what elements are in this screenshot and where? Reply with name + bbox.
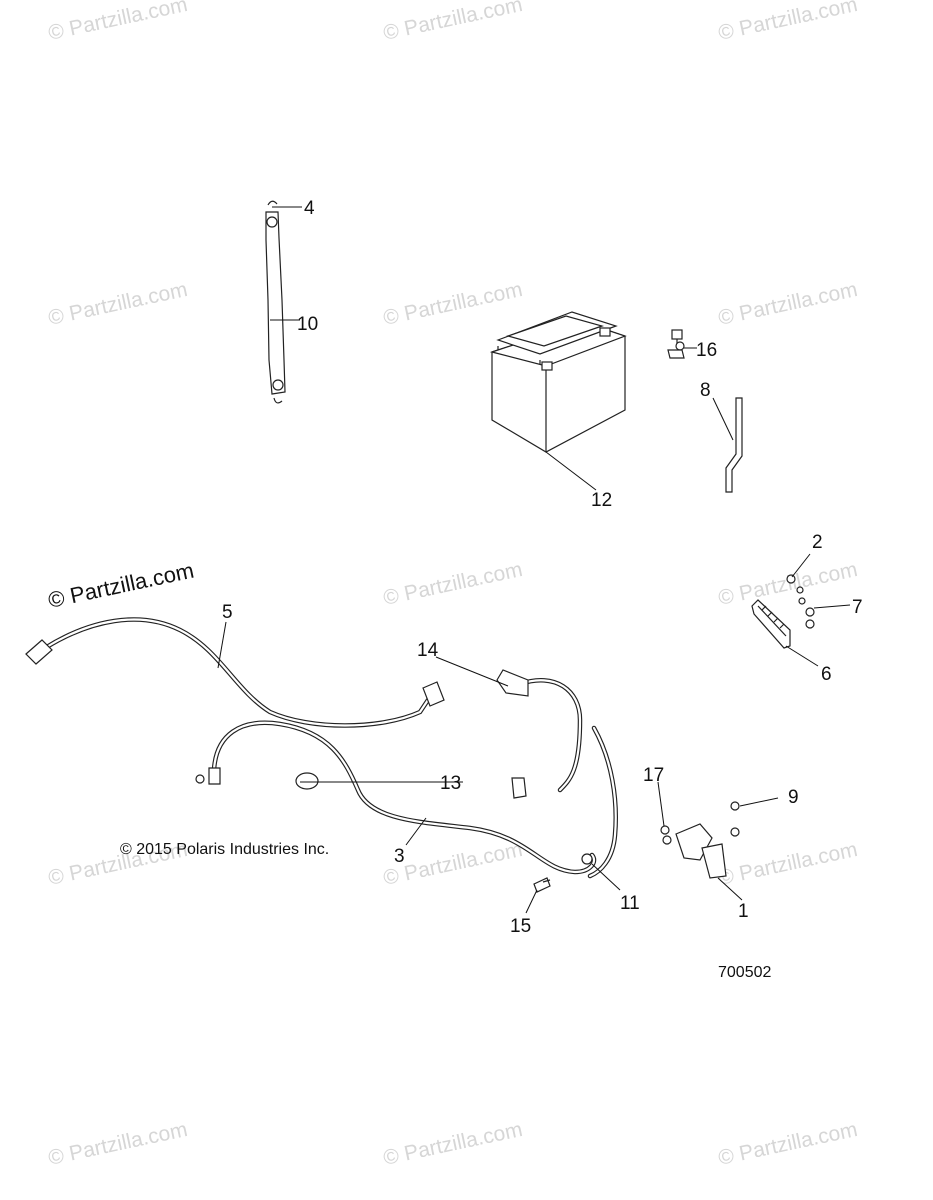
leader-lines [217, 206, 851, 914]
cable-3 [195, 720, 597, 875]
callout-13: 13 [440, 773, 461, 794]
callout-5: 5 [222, 602, 233, 623]
watermark: © Partzilla.com [716, 838, 859, 890]
watermark: © Partzilla.com [716, 0, 859, 45]
callout-3: 3 [394, 846, 405, 867]
watermark: © Partzilla.com [381, 558, 524, 610]
callout-15: 15 [510, 916, 531, 937]
callout-4: 4 [304, 198, 315, 219]
callout-17: 17 [643, 765, 664, 786]
push-rivet [533, 877, 551, 893]
battery [489, 311, 627, 453]
watermark-prominent: © Partzilla.com [46, 558, 196, 613]
callout-16: 16 [696, 340, 717, 361]
watermark: © Partzilla.com [716, 558, 859, 610]
callout-12: 12 [591, 490, 612, 511]
terminal-block-assembly [751, 574, 815, 649]
callout-9: 9 [788, 787, 799, 808]
watermark: © Partzilla.com [381, 1118, 524, 1170]
terminal-bolt-nut [667, 329, 685, 359]
relay-switch [660, 801, 740, 879]
watermark: © Partzilla.com [46, 278, 189, 330]
diagram-number: 700502 [718, 964, 771, 981]
callout-11: 11 [620, 893, 640, 914]
callout-7: 7 [852, 597, 863, 618]
callout-6: 6 [821, 664, 832, 685]
copyright-notice: © 2015 Polaris Industries Inc. [120, 841, 329, 858]
watermark: © Partzilla.com [46, 1118, 189, 1170]
watermark: © Partzilla.com [381, 278, 524, 330]
callout-14: 14 [417, 640, 439, 661]
callout-10: 10 [297, 314, 318, 335]
watermark: © Partzilla.com [381, 0, 524, 45]
cable-11 [587, 725, 618, 879]
clamp [295, 772, 319, 790]
cable-5 [25, 617, 445, 728]
hold-down-strap [265, 200, 286, 404]
watermark: © Partzilla.com [46, 0, 189, 45]
callout-labels: 4 10 12 16 8 2 7 6 5 14 13 3 11 15 17 9 … [222, 198, 863, 937]
watermark: © Partzilla.com [716, 1118, 859, 1170]
callout-1: 1 [738, 901, 749, 922]
watermark: © Partzilla.com [716, 278, 859, 330]
cable-14 [496, 669, 583, 799]
bracket [725, 397, 743, 493]
callout-2: 2 [812, 532, 823, 553]
callout-8: 8 [700, 380, 711, 401]
